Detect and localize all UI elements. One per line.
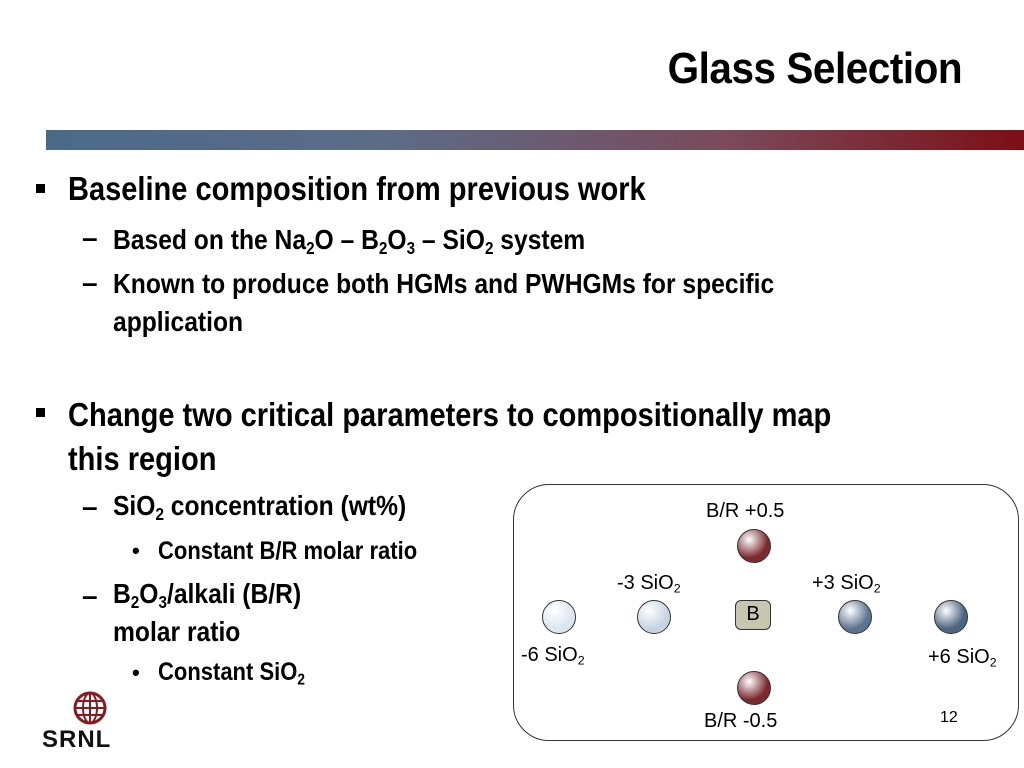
- slide-title: Glass Selection: [667, 44, 962, 93]
- bullet-2-sub-2-line-2: molar ratio: [113, 616, 241, 647]
- circle-br-plus: [737, 529, 771, 563]
- page-number: 12: [940, 709, 958, 726]
- bullet-1-text: Baseline composition from previous work: [68, 170, 724, 208]
- title-bar: [46, 130, 1024, 150]
- srnl-logo: SRNL: [40, 690, 140, 753]
- dash-marker: –: [82, 580, 98, 611]
- globe-icon: [73, 691, 107, 725]
- dash-marker: –: [82, 222, 98, 253]
- circle-br-minus: [737, 671, 771, 705]
- bullet-2-sub-2-line-1: B2O3/alkali (B/R): [113, 578, 302, 612]
- dash-marker: –: [82, 267, 98, 298]
- bullet-square-marker: [36, 184, 45, 193]
- dash-marker: –: [82, 491, 98, 522]
- bullet-square-marker: [36, 408, 45, 417]
- circle-plus6-sio2: [934, 600, 968, 634]
- dot-marker: •: [132, 538, 140, 563]
- label-plus3-sio2: +3 SiO2: [812, 572, 881, 596]
- label-minus3-sio2: -3 SiO2: [617, 572, 681, 596]
- bullet-2-line-1: Change two critical parameters to compos…: [68, 396, 832, 433]
- label-br-minus: B/R -0.5: [704, 710, 778, 732]
- dot-marker: •: [132, 660, 140, 685]
- bullet-1-label: Baseline composition from previous work: [68, 170, 646, 207]
- center-baseline-box: B: [735, 600, 771, 630]
- logo-text: SRNL: [42, 726, 112, 753]
- bullet-1-sub-2-line-2: application: [113, 306, 244, 337]
- circle-plus3-sio2: [838, 600, 872, 634]
- label-br-plus: B/R +0.5: [706, 500, 785, 522]
- bullet-2-sub-1: SiO2 concentration (wt%): [113, 490, 407, 524]
- label-plus6-sio2: +6 SiO2: [928, 646, 997, 670]
- bullet-2-sub-1-item: Constant B/R molar ratio: [158, 537, 418, 565]
- circle-minus6-sio2: [542, 600, 576, 634]
- label-minus6-sio2: -6 SiO2: [521, 644, 585, 668]
- bullet-2-line-2: this region: [68, 440, 217, 477]
- bullet-2-sub-2-item: Constant SiO2: [158, 658, 305, 689]
- circle-minus3-sio2: [637, 600, 671, 634]
- bullet-1-sub-2-line-1: Known to produce both HGMs and PWHGMs fo…: [113, 268, 775, 299]
- bullet-1-sub-1: Based on the Na2O – B2O3 – SiO2 system: [113, 224, 586, 258]
